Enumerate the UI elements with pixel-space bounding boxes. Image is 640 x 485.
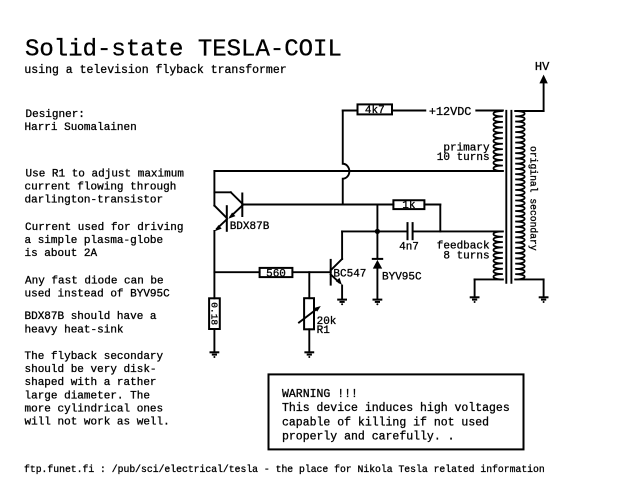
svg-text:primary: primary [443, 142, 490, 154]
svg-text:properly and carefully. .: properly and carefully. . [282, 430, 455, 443]
svg-text:large diameter. The: large diameter. The [25, 390, 150, 402]
svg-text:0.18: 0.18 [209, 302, 220, 325]
svg-text:HV: HV [535, 60, 550, 74]
svg-text:shaped with a rather: shaped with a rather [25, 377, 157, 389]
svg-text:original secondary: original secondary [527, 146, 538, 251]
svg-text:10 turns: 10 turns [437, 152, 490, 164]
svg-text:1k: 1k [402, 200, 416, 212]
svg-text:BYV95C: BYV95C [382, 272, 422, 284]
svg-text:This device induces high volta: This device induces high voltages [282, 402, 510, 415]
svg-text:R1: R1 [317, 325, 331, 337]
svg-text:should be very disk-: should be very disk- [25, 364, 157, 376]
svg-text:+12VDC: +12VDC [429, 105, 471, 119]
svg-text:Use R1 to adjust maximum: Use R1 to adjust maximum [26, 168, 185, 180]
svg-text:Harri Suomalainen: Harri Suomalainen [25, 122, 137, 134]
svg-text:heavy heat-sink: heavy heat-sink [25, 324, 124, 336]
svg-text:Solid-state TESLA-COIL: Solid-state TESLA-COIL [25, 37, 342, 64]
svg-text:a simple plasma-globe: a simple plasma-globe [25, 235, 164, 247]
svg-text:WARNING !!!: WARNING !!! [282, 388, 358, 401]
svg-text:capable of killing if not used: capable of killing if not used [282, 416, 489, 429]
svg-text:will not work as well.: will not work as well. [25, 417, 170, 429]
svg-text:BDX87B: BDX87B [230, 221, 270, 233]
svg-text:BC547: BC547 [333, 268, 366, 280]
svg-text:darlington-transistor: darlington-transistor [25, 195, 164, 207]
svg-text:BDX87B should have a: BDX87B should have a [25, 311, 157, 323]
svg-text:current flowing through: current flowing through [25, 182, 177, 194]
svg-text:4n7: 4n7 [399, 241, 419, 253]
svg-text:560: 560 [266, 268, 286, 280]
svg-text:Designer:: Designer: [26, 109, 85, 121]
svg-text:used instead of BYV95C: used instead of BYV95C [25, 289, 171, 301]
svg-text:4k7: 4k7 [365, 105, 385, 117]
svg-text:feedback: feedback [437, 241, 490, 253]
svg-text:8 turns: 8 turns [443, 251, 489, 263]
svg-text:more cylindrical ones: more cylindrical ones [25, 404, 164, 416]
svg-text:The flyback secondary: The flyback secondary [25, 351, 164, 363]
svg-text:is about 2A: is about 2A [25, 248, 98, 260]
svg-text:Any fast diode can be: Any fast diode can be [25, 275, 164, 287]
svg-text:ftp.funet.fi : /pub/sci/electr: ftp.funet.fi : /pub/sci/electrical/tesla… [24, 464, 545, 475]
svg-text:20k: 20k [317, 316, 337, 328]
svg-text:using a television flyback tra: using a television flyback transformer [24, 64, 286, 77]
svg-text:Current used for driving: Current used for driving [25, 222, 183, 234]
